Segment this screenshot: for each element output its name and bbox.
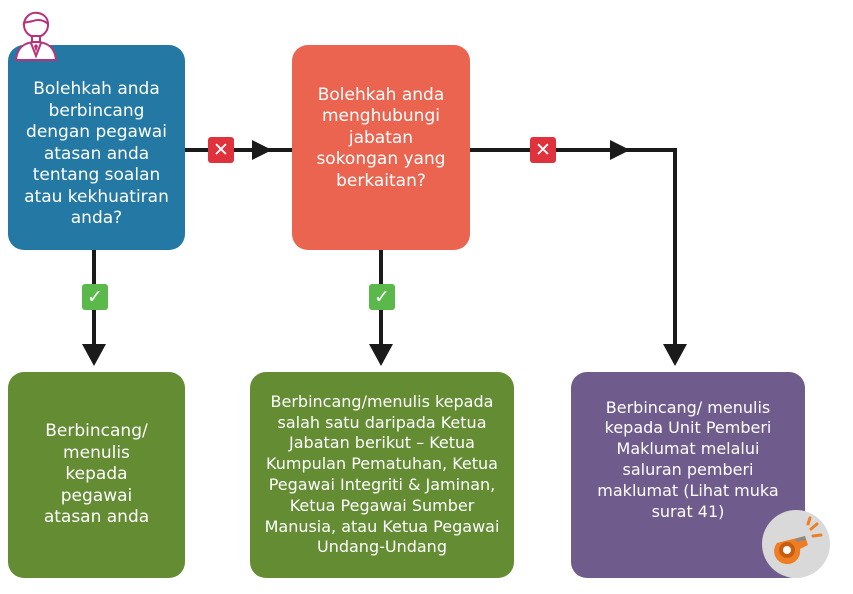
question-box-support-dept: Bolehkah anda menghubungi jabatan sokong… <box>292 45 470 250</box>
connector-q1-to-q2 <box>185 148 292 152</box>
arrowhead-to-a2 <box>369 344 393 366</box>
action-box-supervisor: Berbincang/ menulis kepada pegawai atasa… <box>8 372 185 578</box>
connector-down-to-a3 <box>673 148 677 348</box>
action-text-department-heads: Berbincang/menulis kepada salah satu dar… <box>264 391 500 557</box>
question-text-supervisor: Bolehkah anda berbincang dengan pegawai … <box>24 78 169 229</box>
action-text-supervisor: Berbincang/ menulis kepada pegawai atasa… <box>43 421 150 528</box>
check-mark-icon: ✓ <box>369 284 395 310</box>
x-mark-icon: ✕ <box>208 137 234 163</box>
x-mark-icon: ✕ <box>530 137 556 163</box>
arrowhead-q1-to-q2 <box>252 140 272 160</box>
arrowhead-q2-to-right <box>610 140 630 160</box>
check-mark-icon: ✓ <box>82 284 108 310</box>
whistle-icon <box>762 510 830 578</box>
action-box-whistleblower-unit: Berbincang/ menulis kepada Unit Pemberi … <box>571 372 805 578</box>
action-box-department-heads: Berbincang/menulis kepada salah satu dar… <box>250 372 514 578</box>
question-box-supervisor: Bolehkah anda berbincang dengan pegawai … <box>8 45 185 250</box>
question-text-support-dept: Bolehkah anda menghubungi jabatan sokong… <box>316 84 446 191</box>
connector-q2-to-right <box>470 148 675 152</box>
person-icon <box>14 11 58 61</box>
action-text-whistleblower-unit: Berbincang/ menulis kepada Unit Pemberi … <box>597 397 779 521</box>
arrowhead-to-a1 <box>82 344 106 366</box>
arrowhead-to-a3 <box>663 344 687 366</box>
